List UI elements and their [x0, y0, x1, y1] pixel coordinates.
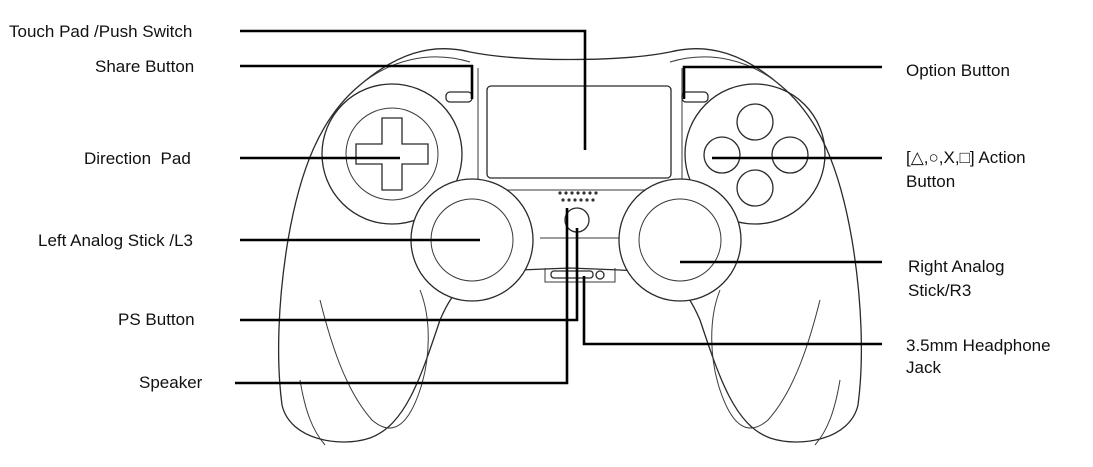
label-share-button: Share Button	[95, 57, 194, 76]
label-right-stick-line1: Right Analog	[908, 257, 1004, 276]
label-direction-pad: Direction Pad	[84, 149, 191, 168]
label-ps-button: PS Button	[118, 310, 195, 329]
direction-pad	[321, 83, 463, 225]
label-option-button: Option Button	[906, 61, 1010, 80]
label-headphone-line2: Jack	[906, 358, 941, 377]
right-analog-stick	[618, 178, 742, 302]
leader-ps-button	[240, 228, 579, 322]
leader-lines	[235, 29, 882, 385]
leader-speaker	[235, 208, 569, 385]
label-right-stick-line2: Stick/R3	[908, 281, 971, 300]
speaker-grille	[558, 191, 598, 202]
option-button-shape	[681, 91, 709, 103]
leader-option	[682, 65, 882, 99]
label-left-analog-stick: Left Analog Stick /L3	[38, 231, 193, 250]
headphone-jack-shape	[550, 270, 605, 280]
label-speaker: Speaker	[139, 373, 203, 392]
touch-pad	[486, 85, 672, 179]
label-action-button-line2: Button	[906, 172, 955, 191]
label-touch-pad: Touch Pad /Push Switch	[9, 22, 192, 41]
leader-headphone	[582, 276, 882, 346]
share-button-shape	[445, 91, 473, 103]
action-buttons	[684, 83, 826, 225]
label-action-button-line1: [△,○,X,□] Action	[906, 148, 1026, 167]
leader-share	[240, 64, 474, 99]
leader-touch-pad	[240, 29, 587, 150]
label-headphone-line1: 3.5mm Headphone	[906, 336, 1051, 355]
